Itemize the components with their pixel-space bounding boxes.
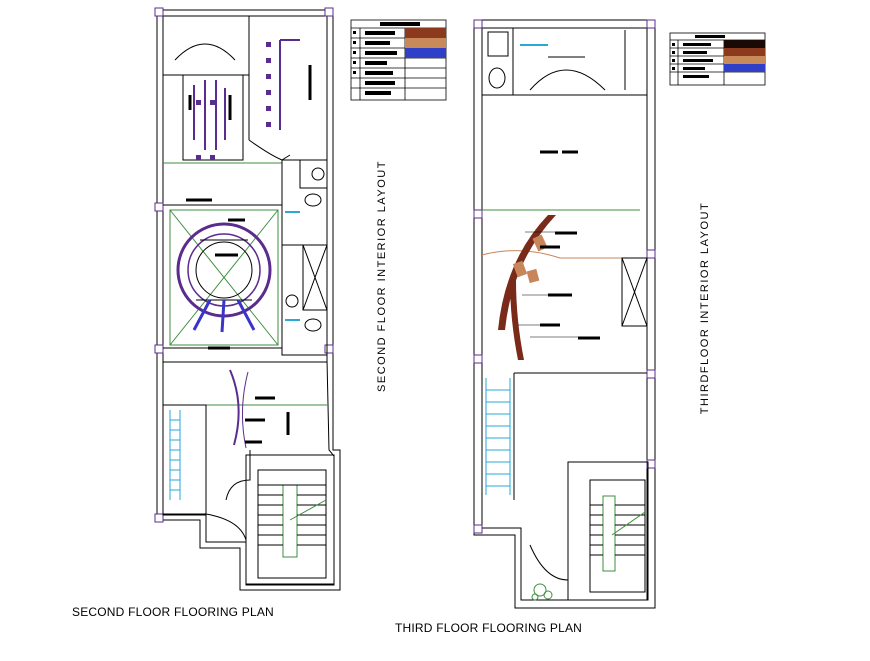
third-floor-leader-lines [518,231,578,338]
third-floor-left-stair [485,378,511,495]
second-floor-legend-text-bars [353,22,420,95]
second-floor-columns [154,7,334,523]
second-floor-legend-swatches [405,28,446,58]
second-floor-ceiling-rays [192,299,256,333]
legend-swatch-blue [405,48,446,58]
second-floor-furniture-dots [196,42,271,160]
third-floor-legend-swatches [724,40,765,72]
second-floor-stair [245,454,335,586]
plant-icon [531,583,553,601]
third-floor-tags [540,150,600,340]
legend-swatch-brown [405,28,446,38]
second-floor-left-stair [169,410,181,500]
third-floor-curved-panel [498,215,556,330]
second-floor-plan [154,7,341,591]
second-floor-caption: SECOND FLOOR FLOORING PLAN [72,605,274,619]
legend-swatch-tan [405,38,446,48]
third-floor-plan [473,19,656,609]
second-floor-furniture-lines [193,39,300,150]
third-floor-stair [567,461,649,601]
second-floor-outer-wall [156,9,341,591]
third-floor-columns [473,19,656,534]
third-floor-step-blocks [512,234,548,284]
second-floor-tags [186,65,312,444]
third-floor-side-title: THIRDFLOOR INTERIOR LAYOUT [699,201,711,415]
third-floor-caption: THIRD FLOOR FLOORING PLAN [395,621,583,635]
third-floor-legend-text-bars [672,35,725,78]
second-floor-side-title: SECOND FLOOR INTERIOR LAYOUT [376,160,388,392]
